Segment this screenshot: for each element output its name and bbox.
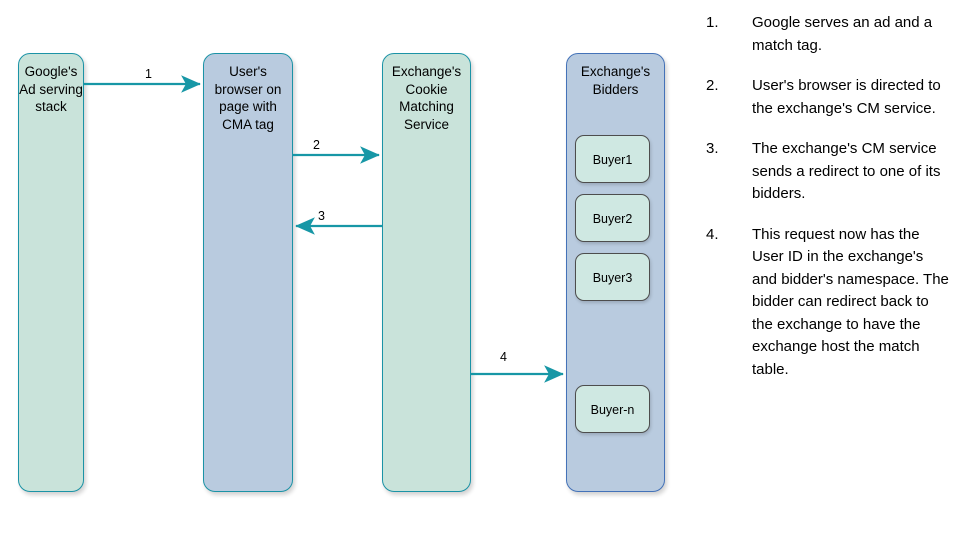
arrow-1-number: 1 (145, 67, 152, 81)
node-label: Exchange's Cookie Matching Service (391, 64, 462, 132)
step-item-1: 1. Google serves an ad and a match tag. (706, 12, 952, 57)
step-text: The exchange's CM service sends a redire… (752, 140, 941, 202)
buyer-box-n: Buyer-n (575, 385, 650, 433)
steps-list: 1. Google serves an ad and a match tag. … (706, 12, 952, 399)
buyer-label: Buyer1 (592, 153, 633, 167)
node-label: Google's Ad serving stack (19, 64, 83, 114)
arrow-4-number: 4 (500, 350, 507, 364)
buyer-box-2: Buyer2 (575, 194, 650, 242)
step-number: 3. (706, 140, 719, 157)
node-exchange-cookie-matching-service: Exchange's Cookie Matching Service (382, 53, 471, 492)
node-label: User's browser on page with CMA tag (214, 64, 282, 132)
buyer-label: Buyer-n (590, 403, 635, 417)
arrow-3-number: 3 (318, 209, 325, 223)
buyer-box-1: Buyer1 (575, 135, 650, 183)
step-text: User's browser is directed to the exchan… (752, 77, 941, 117)
buyer-box-3: Buyer3 (575, 253, 650, 301)
node-users-browser: User's browser on page with CMA tag (203, 53, 293, 492)
step-item-3: 3. The exchange's CM service sends a red… (706, 138, 952, 206)
step-text: This request now has the User ID in the … (752, 225, 949, 378)
step-number: 1. (706, 14, 719, 31)
node-label: Exchange's Bidders (580, 64, 651, 97)
step-item-4: 4. This request now has the User ID in t… (706, 224, 952, 382)
node-google-ad-serving-stack: Google's Ad serving stack (18, 53, 84, 492)
step-number: 2. (706, 77, 719, 94)
step-number: 4. (706, 225, 719, 243)
step-text: Google serves an ad and a match tag. (752, 14, 933, 54)
step-item-2: 2. User's browser is directed to the exc… (706, 75, 952, 120)
buyer-label: Buyer3 (592, 271, 633, 285)
buyer-label: Buyer2 (592, 212, 633, 226)
arrow-2-number: 2 (313, 138, 320, 152)
